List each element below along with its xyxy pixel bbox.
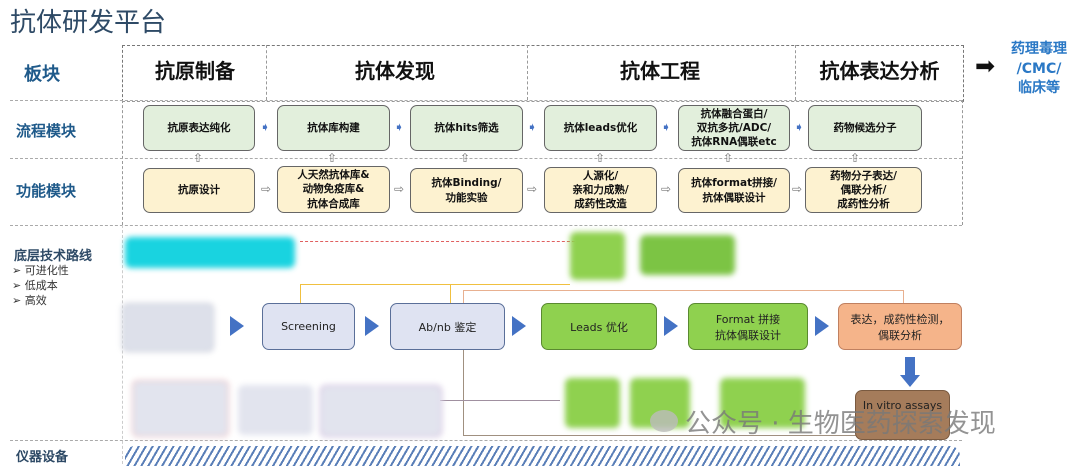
- blurred-tech-box: [320, 385, 442, 437]
- connector-line: [903, 290, 904, 304]
- process-leads-optimization: 抗体leads优化: [544, 105, 657, 151]
- bullet: ➢ 可进化性: [12, 264, 69, 277]
- up-arrow-icon: ⇧: [460, 151, 471, 165]
- next-stage-label: 药理毒理 /CMC/ 临床等: [1011, 41, 1067, 97]
- down-arrow-head-icon: [900, 375, 920, 387]
- connector-line: [300, 241, 585, 242]
- connector-line: [450, 284, 451, 304]
- flow-in-vitro-assays: In vitro assays: [855, 390, 950, 440]
- blurred-tech-box: [122, 303, 214, 352]
- flow-screening: Screening: [262, 303, 355, 350]
- column-engineering: 抗体工程: [620, 59, 700, 83]
- flow-arrow-icon: [230, 316, 244, 336]
- bullet: ➢ 高效: [12, 294, 47, 307]
- blurred-tech-box: [125, 237, 295, 268]
- blurred-tech-box: [132, 380, 229, 437]
- arrow-icon: ➧: [794, 120, 805, 134]
- divider: [527, 45, 528, 100]
- divider: [10, 158, 962, 159]
- right-arrow-icon: ⇨: [792, 182, 803, 196]
- process-library-construction: 抗体库构建: [277, 105, 390, 151]
- flow-ab-identification: Ab/nb 鉴定: [390, 303, 505, 350]
- column-discovery: 抗体发现: [355, 59, 435, 83]
- process-antigen-purification: 抗原表达纯化: [143, 105, 255, 151]
- header-row: [122, 45, 964, 102]
- divider: [10, 225, 962, 226]
- arrow-icon: ➧: [394, 120, 405, 134]
- up-arrow-icon: ⇧: [327, 151, 338, 165]
- process-label: 流程模块: [16, 122, 77, 140]
- function-libraries: 人天然抗体库& 动物免疫库& 抗体合成库: [277, 166, 390, 213]
- flow-leads-optimization: Leads 优化: [541, 303, 657, 350]
- function-binding-assay: 抗体Binding/ 功能实验: [410, 168, 523, 213]
- wechat-icon: [650, 410, 678, 432]
- function-humanization: 人源化/ 亲和力成熟/ 成药性改造: [544, 167, 657, 213]
- up-arrow-icon: ⇧: [723, 151, 734, 165]
- blurred-tech-box: [720, 378, 805, 428]
- column-antigen: 抗原制备: [155, 59, 235, 83]
- connector-line: [440, 400, 560, 401]
- arrow-icon: ➧: [260, 120, 271, 134]
- process-hits-screening: 抗体hits筛选: [410, 105, 523, 151]
- blurred-tech-box: [238, 385, 313, 435]
- bullet: ➢ 低成本: [12, 279, 58, 292]
- connector-line: [300, 284, 570, 285]
- connector-line: [300, 284, 301, 314]
- function-expression-analysis: 药物分子表达/ 偶联分析/ 成药性分析: [805, 167, 922, 213]
- up-arrow-icon: ⇧: [193, 151, 204, 165]
- flow-format-design: Format 拼接 抗体偶联设计: [688, 303, 808, 350]
- right-arrow-icon: ⇨: [261, 182, 272, 196]
- divider: [962, 100, 963, 225]
- arrow-icon: ➧: [527, 120, 538, 134]
- connector-line: [463, 290, 464, 304]
- blurred-tech-box: [640, 235, 735, 275]
- right-arrow-icon: ⇨: [661, 182, 672, 196]
- right-arrow-icon: ⇨: [527, 182, 538, 196]
- function-antigen-design: 抗原设计: [143, 168, 255, 213]
- connector-line: [463, 435, 863, 436]
- blurred-tech-box: [565, 378, 620, 428]
- connector-line: [463, 350, 464, 435]
- equipment-bar: [125, 446, 960, 466]
- up-arrow-icon: ⇧: [595, 151, 606, 165]
- page-title: 抗体研发平台: [10, 8, 167, 38]
- watermark: 公众号 · 生物医药探索发现: [685, 409, 996, 439]
- tech-bullets: ➢ 可进化性 ➢ 低成本 ➢ 高效: [12, 263, 69, 308]
- blurred-tech-box: [570, 232, 625, 280]
- flow-arrow-icon: [664, 316, 678, 336]
- column-expression: 抗体表达分析: [819, 59, 940, 83]
- flow-arrow-icon: [815, 316, 829, 336]
- divider: [266, 45, 267, 100]
- up-arrow-icon: ⇧: [850, 151, 861, 165]
- arrow-icon: ➧: [661, 120, 672, 134]
- divider: [10, 440, 962, 441]
- divider: [795, 45, 796, 100]
- divider: [10, 100, 962, 101]
- process-candidate: 药物候选分子: [808, 105, 922, 151]
- divider: [122, 100, 123, 225]
- right-arrow-icon: ⇨: [394, 182, 405, 196]
- right-arrow-icon: ➡: [975, 52, 996, 80]
- connector-line: [463, 290, 903, 291]
- flow-arrow-icon: [365, 316, 379, 336]
- equipment-label: 仪器设备: [16, 450, 69, 465]
- header-label: 板块: [24, 64, 60, 85]
- tech-label: 底层技术路线: [14, 249, 93, 264]
- function-label: 功能模块: [16, 182, 77, 200]
- function-format-design: 抗体format拼接/ 抗体偶联设计: [678, 168, 790, 213]
- flow-arrow-icon: [512, 316, 526, 336]
- process-fusion-conjugates: 抗体融合蛋白/ 双抗多抗/ADC/ 抗体RNA偶联etc: [678, 105, 790, 151]
- down-arrow-icon: [905, 357, 915, 375]
- flow-expression-analysis: 表达，成药性检测， 偶联分析: [838, 303, 962, 350]
